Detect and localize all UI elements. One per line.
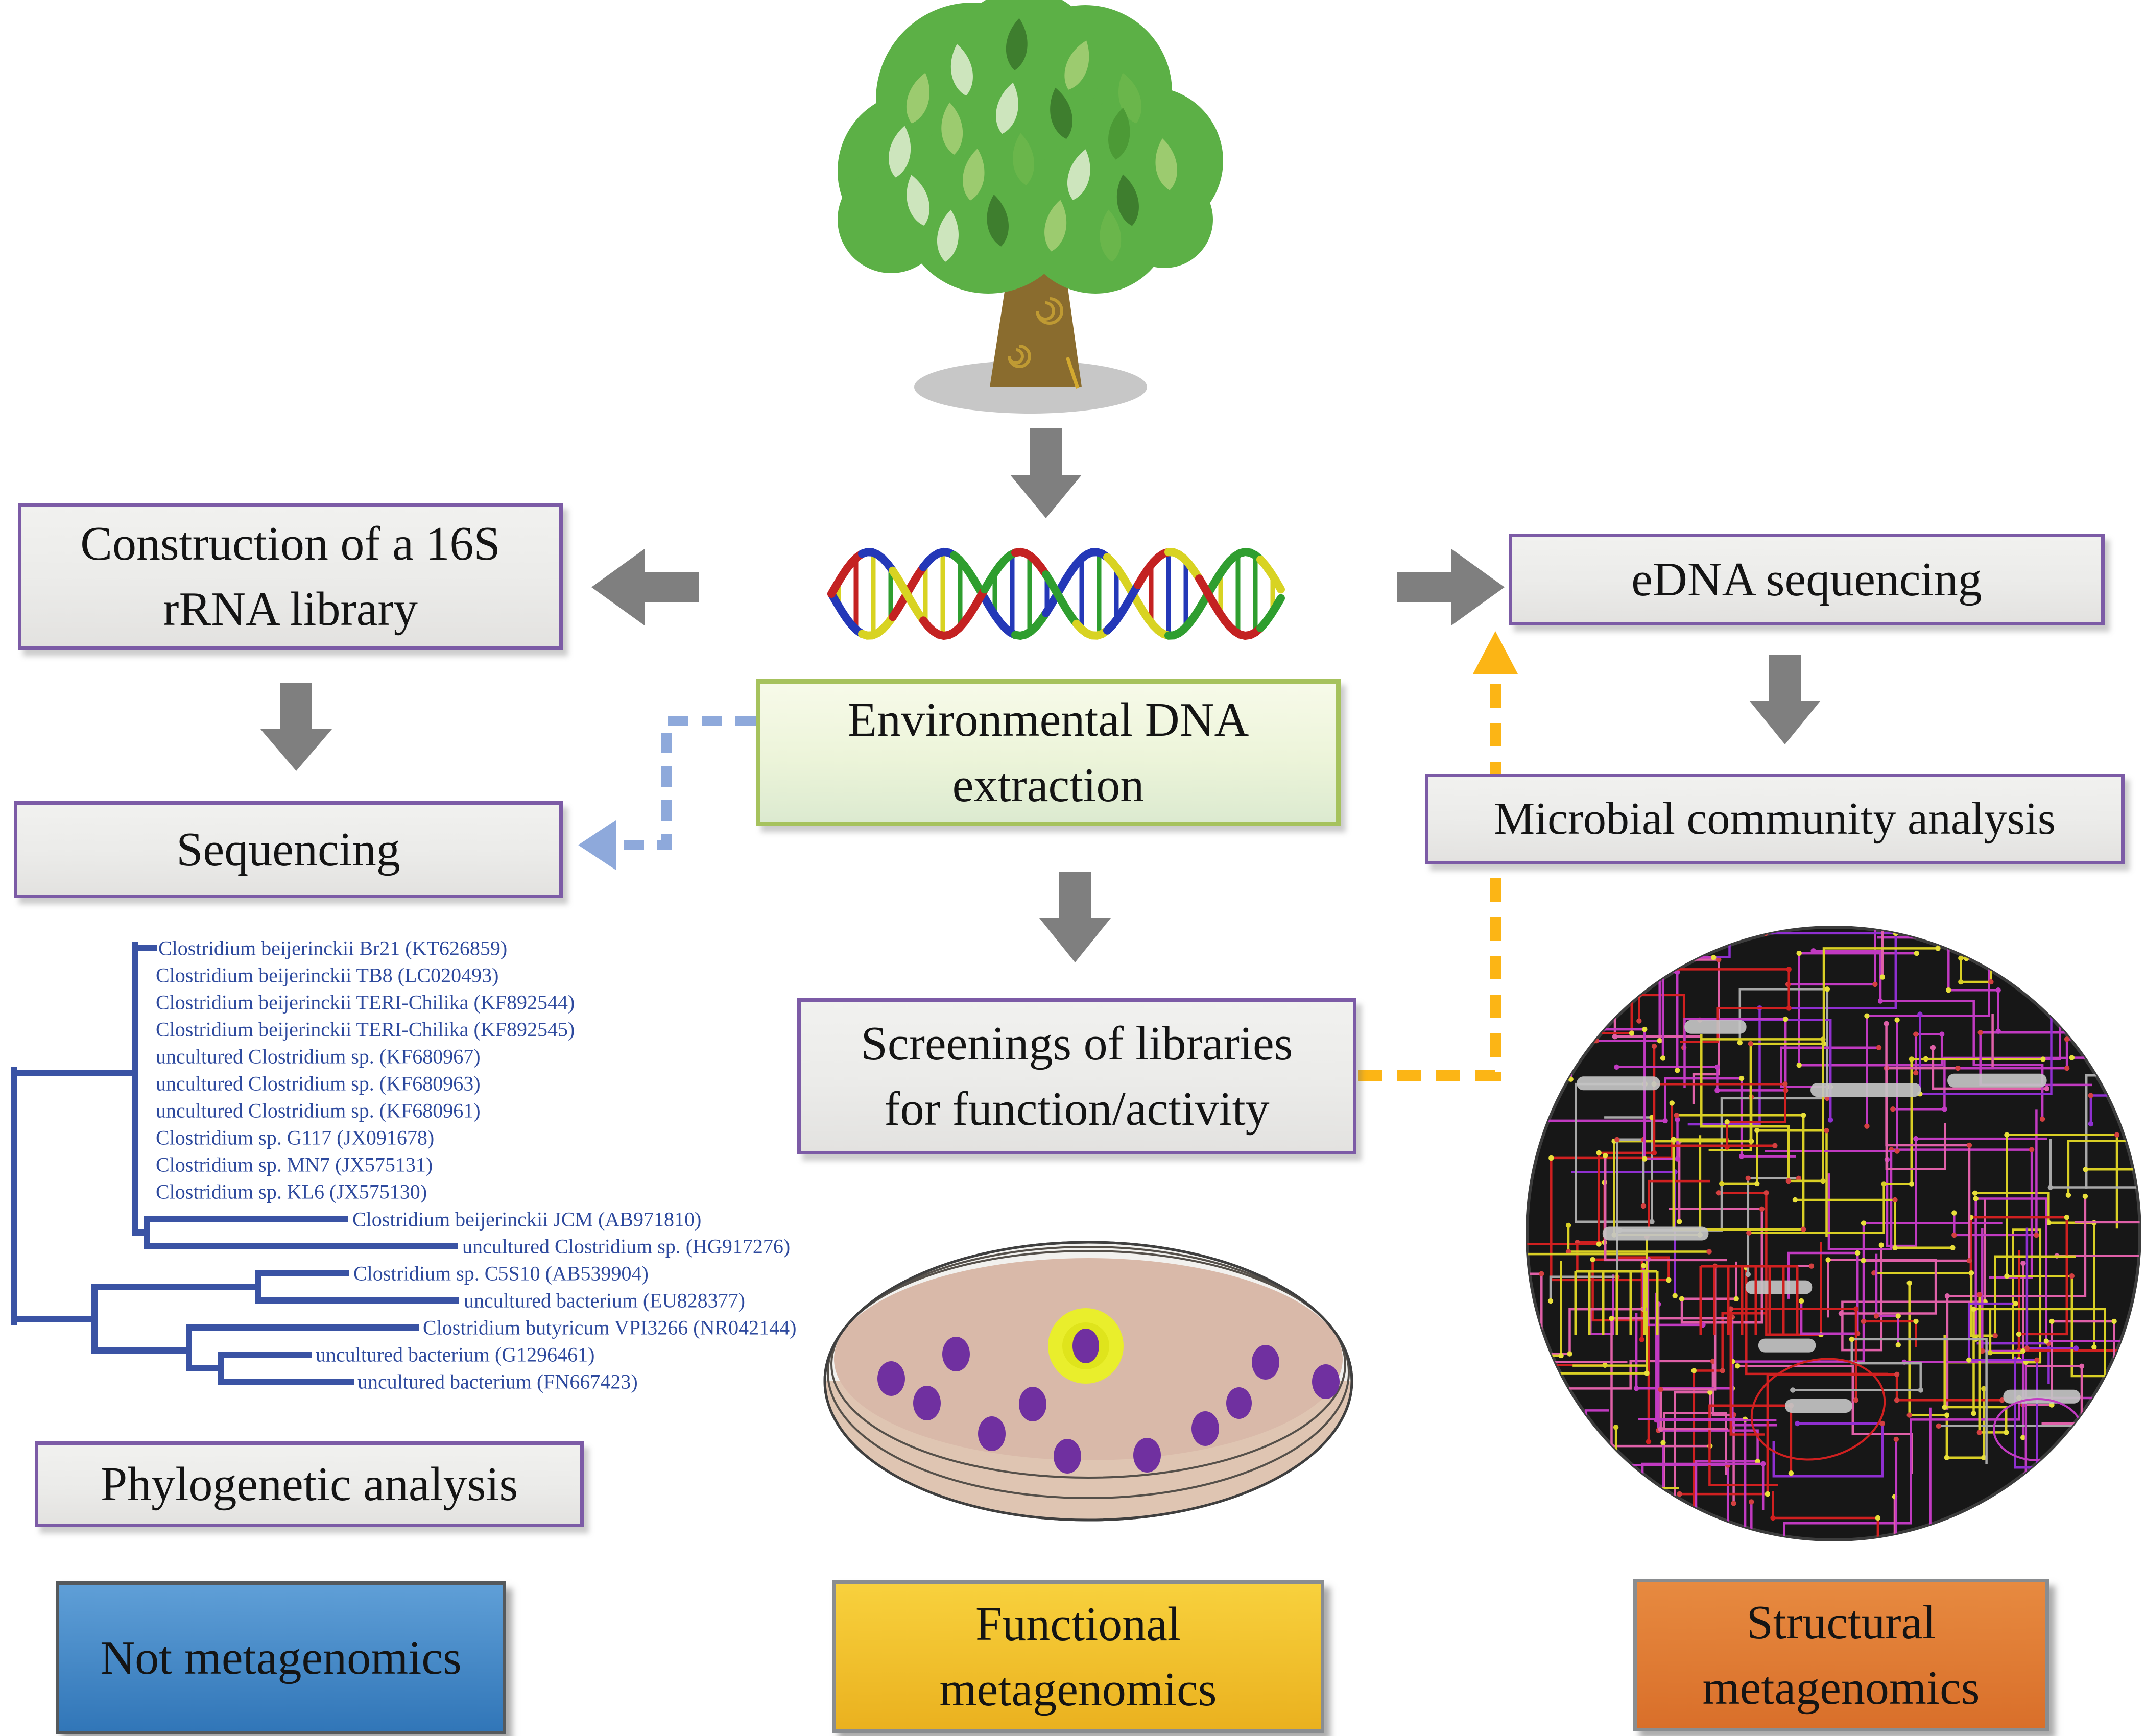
phylogenetic-tree-lines bbox=[11, 942, 459, 1385]
box-environmental-dna: Environmental DNA extraction bbox=[756, 679, 1341, 826]
tree-leaves bbox=[889, 18, 1177, 262]
box-not-metagenomics-label: Not metagenomics bbox=[100, 1631, 462, 1684]
pathway-features bbox=[1574, 1265, 2083, 1461]
tree-taxon-label: uncultured bacterium (EU828377) bbox=[464, 1289, 745, 1312]
tree-taxon-label: uncultured Clostridium sp. (HG917276) bbox=[462, 1235, 791, 1258]
tree-taxon-label: Clostridium beijerinckii TERI-Chilika (K… bbox=[156, 991, 575, 1014]
tree-taxon-label: uncultured Clostridium sp. (KF680963) bbox=[156, 1072, 481, 1095]
box-structural-line1: Structural bbox=[1746, 1596, 1936, 1649]
tree-taxon-label: Clostridium beijerinckii TERI-Chilika (K… bbox=[156, 1018, 575, 1041]
colony-dots bbox=[877, 1337, 1340, 1474]
orange-arrowhead-up-icon bbox=[1473, 631, 1518, 674]
tree-taxon-label: uncultured bacterium (FN667423) bbox=[358, 1370, 638, 1393]
box-microbial-label: Microbial community analysis bbox=[1494, 793, 2056, 844]
box-sequencing-label: Sequencing bbox=[176, 823, 400, 876]
highlighted-colony bbox=[1048, 1308, 1124, 1384]
box-construction-line1: Construction of a 16S bbox=[80, 517, 500, 570]
box-construction-line2: rRNA library bbox=[163, 583, 418, 636]
box-structural-line2: metagenomics bbox=[1702, 1661, 1980, 1715]
tree-taxon-label: Clostridium sp. C5S10 (AB539904) bbox=[353, 1262, 649, 1285]
box-phylogenetic-analysis: Phylogenetic analysis bbox=[35, 1441, 584, 1527]
box-phylogenetic-label: Phylogenetic analysis bbox=[100, 1458, 518, 1511]
arrow-down-tree-to-dna-icon bbox=[1010, 428, 1082, 518]
arrow-down-construction-to-sequencing-icon bbox=[260, 683, 332, 771]
tree-taxon-label: Clostridium beijerinckii TB8 (LC020493) bbox=[156, 963, 499, 987]
box-edna-sequencing: eDNA sequencing bbox=[1509, 534, 2105, 625]
tree-taxon-label: Clostridium sp. MN7 (JX575131) bbox=[156, 1153, 433, 1176]
box-screenings-line1: Screenings of libraries bbox=[861, 1017, 1293, 1070]
tree-taxon-label: uncultured Clostridium sp. (KF680961) bbox=[156, 1099, 481, 1122]
box-functional-line1: Functional bbox=[975, 1597, 1181, 1651]
blue-dashed-connector bbox=[620, 716, 756, 850]
box-edna-label: eDNA sequencing bbox=[1631, 553, 1982, 606]
tree-taxon-label: Clostridium sp. KL6 (JX575130) bbox=[156, 1180, 427, 1203]
tree-taxon-label: Clostridium beijerinckii Br21 (KT626859) bbox=[158, 936, 508, 960]
box-screenings-line2: for function/activity bbox=[884, 1082, 1270, 1136]
arrow-right-to-edna-icon bbox=[1397, 549, 1505, 625]
arrow-down-edna-to-microbial-icon bbox=[1749, 655, 1821, 744]
blue-arrowhead-left-icon bbox=[578, 820, 616, 870]
arrow-left-to-construction-icon bbox=[591, 549, 699, 625]
tree-taxon-label: Clostridium beijerinckii JCM (AB971810) bbox=[352, 1208, 702, 1231]
box-structural-metagenomics: Structural metagenomics bbox=[1633, 1579, 2049, 1731]
box-sequencing: Sequencing bbox=[14, 801, 563, 898]
box-microbial-community: Microbial community analysis bbox=[1425, 774, 2125, 864]
box-environmental-line1: Environmental DNA bbox=[847, 693, 1249, 746]
tree-taxon-label: Clostridium sp. G117 (JX091678) bbox=[156, 1126, 435, 1149]
orange-dashed-connector bbox=[1358, 649, 1501, 1081]
box-functional-line2: metagenomics bbox=[939, 1662, 1217, 1716]
arrow-down-env-to-screenings-icon bbox=[1039, 872, 1111, 962]
tree-taxon-label: uncultured bacterium (G1296461) bbox=[316, 1343, 595, 1366]
box-screenings: Screenings of libraries for function/act… bbox=[797, 998, 1356, 1154]
box-not-metagenomics: Not metagenomics bbox=[56, 1581, 506, 1734]
box-construction: Construction of a 16S rRNA library bbox=[18, 503, 563, 650]
tree-taxon-label: Clostridium butyricum VPI3266 (NR042144) bbox=[423, 1316, 797, 1339]
tree-taxon-label: uncultured Clostridium sp. (KF680967) bbox=[156, 1045, 481, 1068]
box-functional-metagenomics: Functional metagenomics bbox=[832, 1580, 1324, 1733]
box-environmental-line2: extraction bbox=[952, 759, 1145, 812]
